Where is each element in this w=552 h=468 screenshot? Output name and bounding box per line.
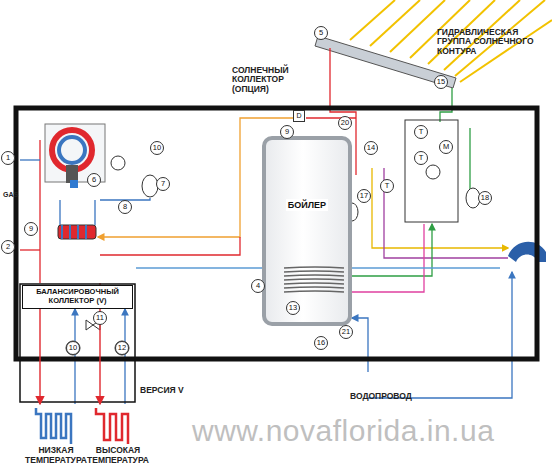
high-temp-coil: [96, 408, 128, 444]
hydraulic-group-box: [405, 120, 458, 222]
node-label: БАЛАНСИРОВОЧНЫЙ КОЛЛЕКТОР (V): [25, 288, 130, 305]
callout-number: 14: [364, 141, 378, 155]
node-label: НИЗКАЯ ТЕМПЕРАТУРА: [20, 446, 92, 466]
callout-number: 9: [280, 125, 294, 139]
callout-number: D: [293, 110, 305, 122]
callout-number: 11: [93, 311, 107, 325]
callout-number: T: [414, 125, 428, 139]
pump-symbol: [66, 341, 80, 355]
pipes: [20, 48, 512, 404]
callout-number: M: [439, 140, 453, 154]
gas-boiler: [45, 124, 158, 239]
balancing-collector: БАЛАНСИРОВОЧНЫЙ КОЛЛЕКТОР (V): [22, 285, 133, 309]
callout-number: 5: [314, 26, 328, 40]
annotation-text: GAS: [3, 191, 18, 199]
callout-number: 18: [478, 191, 492, 205]
pump-symbol: [115, 341, 129, 355]
callout-number: 9: [24, 222, 38, 236]
watermark: www.novaflorida.in.ua: [192, 414, 494, 447]
node-label: ВЫСОКАЯ ТЕМПЕРАТУРА: [86, 446, 150, 466]
heat-exchanger-coil: [266, 264, 348, 304]
annotation-text: ВОДОПРОВОД: [350, 392, 412, 401]
callout-number: 2: [1, 240, 15, 254]
node-label: БОЙЛЕР: [286, 199, 328, 211]
annotation-text: ГИДРАВЛИЧЕСКАЯ ГРУППА СОЛНЕЧНОГО КОНТУРА: [437, 28, 549, 56]
callout-number: 7: [156, 177, 170, 191]
callout-number: 6: [87, 173, 101, 187]
callout-number: 16: [314, 336, 328, 350]
callout-number: 1: [1, 151, 15, 165]
system-frame: [16, 108, 537, 359]
sun-rays: [350, 0, 552, 82]
solar-pump: [426, 165, 440, 179]
callout-number: 8: [118, 200, 132, 214]
boiler-tank: БОЙЛЕР: [262, 136, 352, 326]
supply-pipe: [39, 309, 40, 404]
callout-number: 10: [66, 341, 80, 355]
callout-number: 4: [251, 279, 265, 293]
callout-number: 21: [339, 325, 353, 339]
callout-number: 10: [150, 141, 164, 155]
callout-number: 12: [115, 341, 129, 355]
callout-number: 17: [357, 189, 371, 203]
solar-panel: [315, 36, 456, 88]
callout-number: 20: [338, 116, 352, 130]
callout-number: 15: [434, 75, 448, 89]
annotation-text: СОЛНЕЧНЫЙ КОЛЛЕКТОР (ОПЦИЯ): [232, 66, 302, 94]
annotation-text: ВЕРСИЯ V: [140, 386, 184, 395]
callout-number: T: [380, 179, 394, 193]
callout-number: 13: [286, 301, 300, 315]
floor-heating: НИЗКАЯ ТЕМПЕРАТУРА: [20, 404, 92, 468]
callout-number: T: [414, 151, 428, 165]
faucet-icon: [508, 242, 546, 262]
low-temp-coil: [36, 408, 71, 444]
floor-heating: ВЫСОКАЯ ТЕМПЕРАТУРА: [86, 404, 150, 468]
version-v-box: [20, 284, 135, 402]
